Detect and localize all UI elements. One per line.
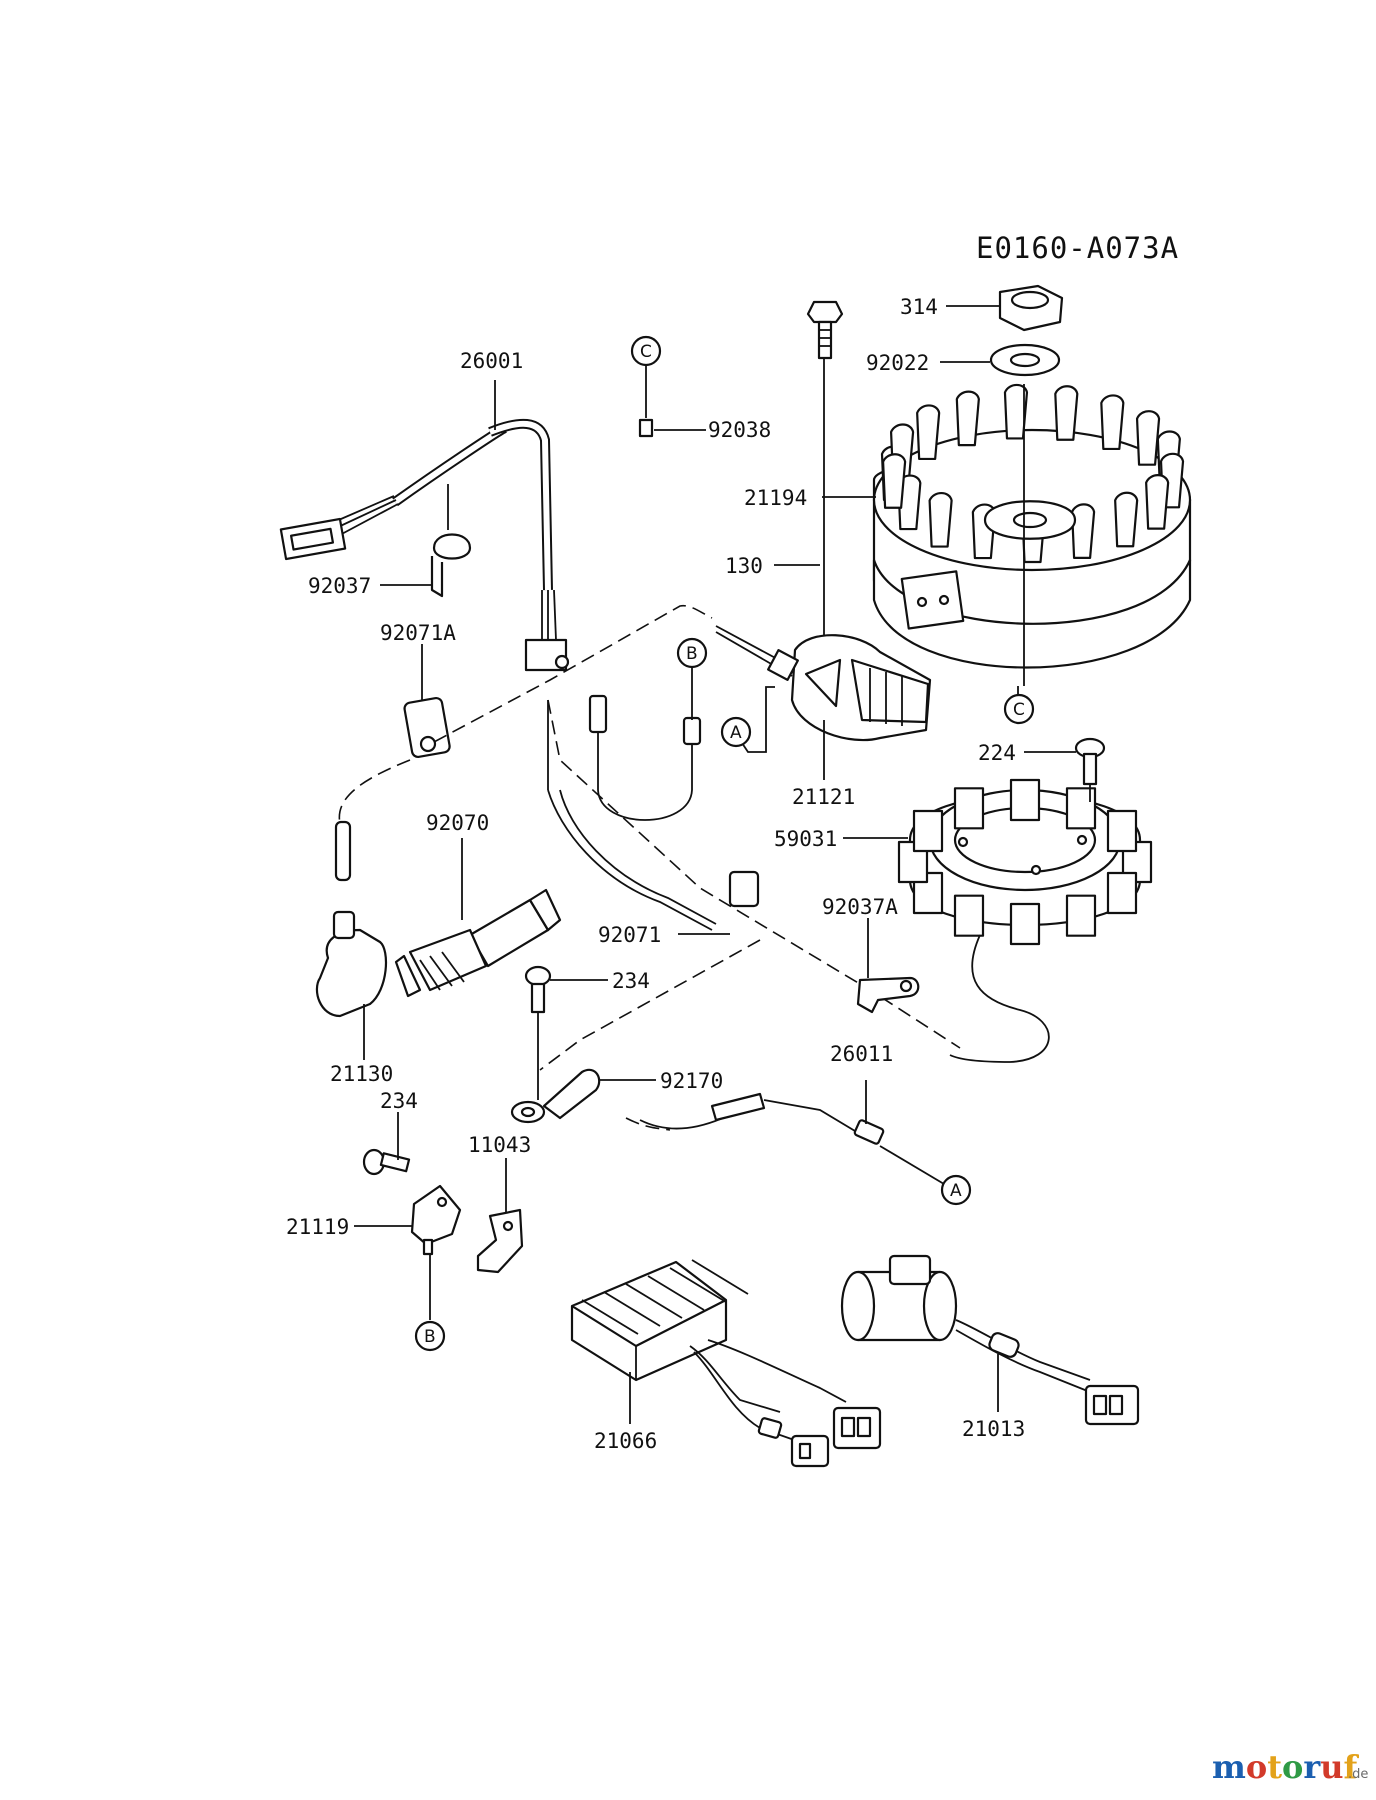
label-314: 314 (900, 295, 938, 319)
label-21119: 21119 (286, 1215, 349, 1239)
label-21121: 21121 (792, 785, 855, 809)
flywheel-fin (1003, 383, 1029, 440)
dash-plug-line (338, 759, 411, 831)
ref-circle-a-lead (940, 1174, 972, 1206)
label-92071A: 92071A (380, 621, 456, 645)
label-92170: 92170 (660, 1069, 723, 1093)
stator-tooth (1065, 894, 1097, 937)
lead-wire-26011 (639, 1092, 885, 1145)
flywheel-fin (1145, 474, 1170, 530)
label-26001: 26001 (460, 349, 523, 373)
ref-b-wire: B (686, 644, 698, 664)
figure-code: E0160-A073A (976, 231, 1179, 265)
capacitor-21013 (840, 1254, 1140, 1426)
dash-ground-line (539, 939, 761, 1071)
screw-234-upper (524, 965, 552, 1014)
nut-314 (998, 284, 1064, 332)
stator-tooth (912, 809, 944, 853)
label-21066: 21066 (594, 1429, 657, 1453)
spark-plug-92070 (394, 888, 562, 998)
stator-tooth (1009, 778, 1041, 822)
regulator-fin (669, 1267, 727, 1303)
bolt-130 (806, 300, 844, 360)
ref-circle-c-flywheel (1003, 693, 1035, 725)
label-59031: 59031 (774, 827, 837, 851)
flywheel-fin (1054, 385, 1079, 441)
label-92038: 92038 (708, 418, 771, 442)
ref-c-top: C (640, 342, 652, 362)
ref-circle-b-rectifier (414, 1320, 446, 1352)
dash-lead-line (625, 1117, 671, 1131)
ref-circle-a-coil (720, 716, 752, 748)
flywheel-fin (882, 453, 907, 509)
label-234-lower: 234 (380, 1089, 418, 1113)
regulator-fin (647, 1275, 705, 1311)
key-92038 (638, 418, 654, 438)
clamp-92037A (856, 976, 920, 1014)
flywheel-fin (928, 491, 953, 548)
label-21130: 21130 (330, 1062, 393, 1086)
stator-tooth (1065, 787, 1097, 830)
label-21013: 21013 (962, 1417, 1025, 1441)
label-11043: 11043 (468, 1133, 531, 1157)
regulator-fin (603, 1291, 661, 1327)
ref-a-coil: A (730, 723, 742, 743)
washer-92022 (989, 343, 1061, 377)
module-21119 (410, 1184, 462, 1256)
ref-c-flywheel: C (1013, 700, 1025, 720)
label-92070: 92070 (426, 811, 489, 835)
label-92037A: 92037A (822, 895, 898, 919)
label-224: 224 (978, 741, 1016, 765)
stator-tooth (1009, 902, 1041, 946)
ignition-coil-21121 (715, 625, 932, 742)
stator-tooth (1106, 871, 1138, 915)
flywheel-fin (1100, 394, 1125, 451)
label-92022: 92022 (866, 351, 929, 375)
svg-text:.de: .de (1348, 1767, 1368, 1782)
screw-224 (1074, 737, 1106, 786)
stator-tooth (953, 894, 985, 937)
flywheel-fin (1135, 410, 1161, 466)
wire-b-lead (547, 694, 717, 931)
ref-b-rectifier: B (424, 1327, 436, 1347)
dash-harness-line (547, 699, 961, 1049)
svg-text:motoruf: motoruf (1212, 1748, 1359, 1786)
dash-coil-line (433, 604, 713, 743)
flywheel-fin (1114, 491, 1139, 548)
watermark-logo: motoruf .de (1212, 1748, 1368, 1786)
grommet-92071A (403, 696, 451, 759)
bracket-11043 (476, 1208, 524, 1274)
harness-26001 (279, 418, 570, 672)
stator-tooth (1106, 809, 1138, 853)
label-92037: 92037 (308, 574, 371, 598)
regulator-fin (691, 1259, 749, 1295)
flywheel-21194 (872, 383, 1192, 669)
ground-lead-92170 (510, 1068, 601, 1124)
clamp-92037 (430, 533, 472, 598)
ref-a-lead: A (950, 1181, 962, 1201)
label-92071: 92071 (598, 923, 661, 947)
label-234-upper: 234 (612, 969, 650, 993)
grommet-92071 (728, 870, 760, 908)
regulator-fin (625, 1283, 683, 1319)
screw-234-lower (362, 1148, 411, 1176)
label-21194: 21194 (744, 486, 807, 510)
flywheel-fin (916, 404, 941, 461)
regulator-fin (581, 1299, 639, 1335)
stator-59031 (897, 778, 1153, 1063)
label-26011: 26011 (830, 1042, 893, 1066)
regulator-21066 (570, 1259, 882, 1468)
stator-tooth (953, 787, 985, 830)
flywheel-fin (955, 390, 980, 447)
plug-cap-21130 (315, 820, 387, 1018)
label-130: 130 (725, 554, 763, 578)
flywheel-fin (1070, 503, 1096, 559)
